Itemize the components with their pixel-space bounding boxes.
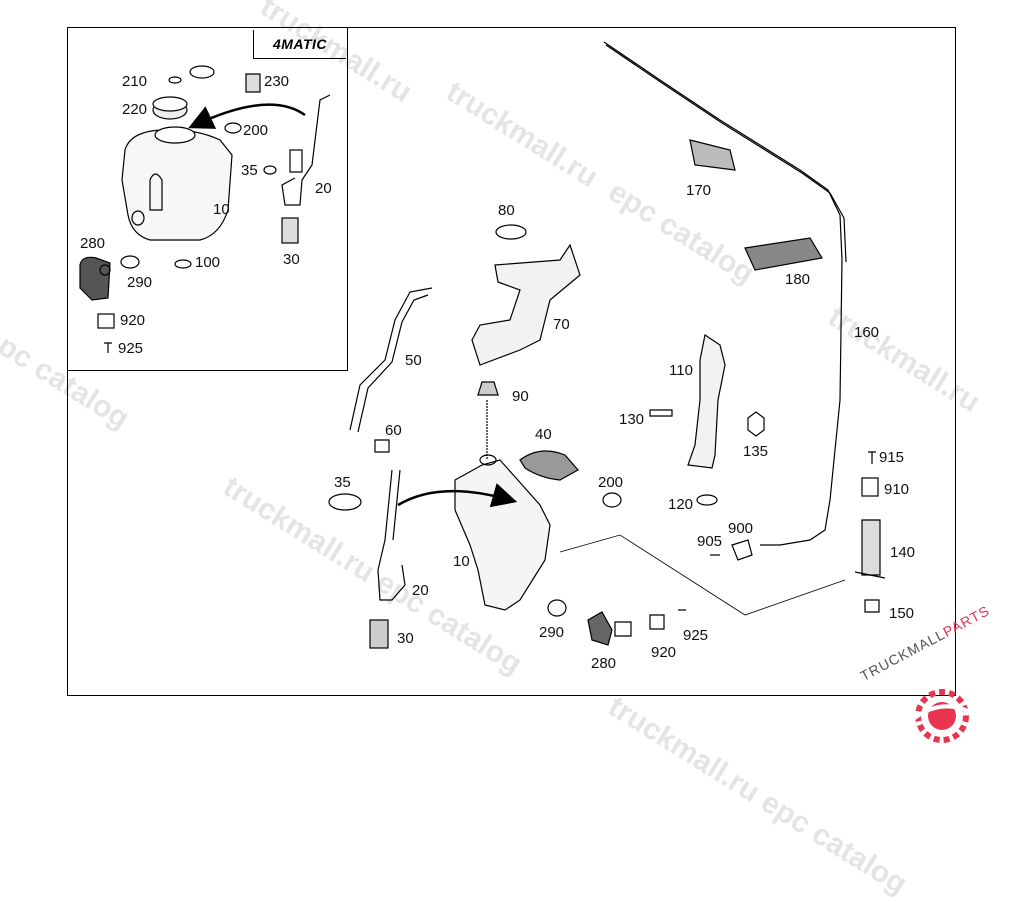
callout-280: 280	[80, 235, 106, 252]
reservoir-tank-icon	[121, 129, 233, 241]
callout-60: 60	[385, 422, 402, 439]
seal-ring-icon	[174, 259, 192, 269]
callout-180: 180	[785, 271, 811, 288]
callout-90: 90	[512, 388, 529, 405]
pump-motor-icon	[79, 256, 111, 301]
bracket-icon	[687, 334, 726, 469]
callout-925: 925	[118, 340, 144, 357]
callout-10: 10	[213, 201, 230, 218]
callout-920: 920	[651, 644, 677, 661]
filler-tube-icon	[349, 287, 433, 433]
connector-icon	[731, 539, 753, 561]
callout-170: 170	[686, 182, 712, 199]
callout-70: 70	[553, 316, 570, 333]
callout-150: 150	[889, 605, 915, 622]
connector-icon	[97, 313, 115, 329]
bracket-icon	[377, 469, 406, 601]
callout-915: 915	[879, 449, 905, 466]
cap-icon	[477, 381, 499, 396]
washer-icon	[263, 165, 277, 175]
bracket-icon	[471, 243, 581, 366]
nut-icon	[747, 411, 765, 437]
callout-120: 120	[668, 496, 694, 513]
callout-160: 160	[854, 324, 880, 341]
pump-motor-icon	[587, 611, 613, 646]
callout-135: 135	[743, 443, 769, 460]
callout-210: 210	[122, 73, 148, 90]
strap-icon	[519, 450, 579, 481]
callout-200: 200	[598, 474, 624, 491]
callout-30: 30	[283, 251, 300, 268]
callout-900: 900	[728, 520, 754, 537]
callout-200: 200	[243, 122, 269, 139]
callout-80: 80	[498, 202, 515, 219]
callout-110: 110	[669, 362, 693, 379]
callout-35: 35	[241, 162, 258, 179]
callout-40: 40	[535, 426, 552, 443]
callout-230: 230	[264, 73, 290, 90]
callout-35: 35	[334, 474, 351, 491]
grommet-icon	[374, 439, 390, 453]
pump-icon	[861, 519, 881, 576]
grommet-icon	[120, 255, 140, 269]
grommet-icon	[224, 122, 242, 134]
clip-icon	[689, 139, 736, 171]
4matic-badge: 4MATIC	[253, 30, 346, 59]
washer-icon	[328, 493, 362, 511]
seal-icon	[864, 599, 880, 613]
callout-290: 290	[539, 624, 565, 641]
callout-20: 20	[412, 582, 429, 599]
pin-icon	[868, 451, 876, 464]
bolt-icon	[649, 409, 673, 417]
callout-30: 30	[397, 630, 414, 647]
connector-icon	[649, 614, 665, 630]
callout-140: 140	[890, 544, 916, 561]
grommet-icon	[602, 492, 622, 508]
sleeve-icon	[281, 217, 299, 244]
truckmall-logo	[910, 689, 975, 743]
callout-50: 50	[405, 352, 422, 369]
seal-ring-icon	[495, 224, 527, 240]
bracket-icon	[281, 94, 331, 206]
grommet-icon	[547, 599, 567, 617]
callout-130: 130	[619, 411, 645, 428]
seal-ring-icon	[189, 65, 215, 79]
callout-920: 920	[120, 312, 146, 329]
callout-280: 280	[591, 655, 617, 672]
cap-icon	[245, 73, 261, 93]
callout-905: 905	[697, 533, 723, 550]
callout-20: 20	[315, 180, 332, 197]
callout-290: 290	[127, 274, 153, 291]
callout-100: 100	[195, 254, 221, 271]
callout-925: 925	[683, 627, 709, 644]
pad-icon	[744, 237, 823, 271]
inset-frame	[67, 27, 348, 371]
reservoir-tank-icon	[454, 459, 551, 611]
callout-10: 10	[453, 553, 470, 570]
connector-icon	[861, 477, 879, 497]
connector-icon	[614, 621, 632, 637]
pin-icon	[104, 342, 112, 353]
parts-diagram: truckmall.ru truckmall.ru epc catalog ep…	[0, 0, 992, 901]
line-art	[79, 41, 886, 649]
callout-220: 220	[122, 101, 148, 118]
sleeve-icon	[369, 619, 389, 649]
grommet-icon	[696, 494, 718, 506]
washer-hose-icon	[603, 41, 843, 546]
callout-910: 910	[884, 481, 910, 498]
